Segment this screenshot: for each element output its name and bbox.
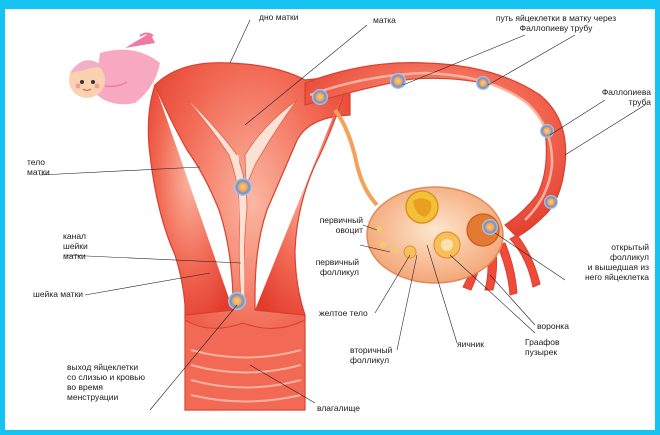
label-primary-oocyte: первичный овоцит: [301, 215, 363, 235]
label-funnel: воронка: [537, 321, 569, 331]
label-sfollicle-line-2: фолликул: [350, 355, 390, 365]
egg-in-tube-4: [540, 124, 554, 138]
label-open-line-2: фолликул: [609, 252, 649, 262]
label-body-line-2: матки: [27, 167, 50, 177]
label-oocyte-line-2: овоцит: [335, 225, 363, 235]
label-egg-path-line-1: путь яйцеклетки в матку через: [495, 13, 617, 23]
fallopian-tube-lumen: [309, 71, 554, 221]
label-canal-line-3: матки: [63, 251, 86, 261]
label-oocyte-line-1: первичный: [319, 215, 363, 225]
label-canal-line-1: канал: [63, 231, 87, 241]
label-open-line-1: открытый: [611, 242, 649, 252]
label-ovary: яичник: [457, 339, 484, 349]
vagina: [184, 319, 306, 411]
ovary: [366, 186, 504, 284]
primary-follicles: [376, 226, 398, 253]
label-exit-line-3: во время: [67, 382, 103, 392]
label-sfollicle-line-1: вторичный: [350, 345, 393, 355]
label-graafian-follicle: Граафов пузырек: [525, 337, 560, 357]
label-uterus-body: тело матки: [27, 157, 50, 177]
label-secondary-follicle: вторичный фолликул: [350, 345, 392, 365]
label-egg-path: путь яйцеклетки в матку через Фаллопиеву…: [481, 13, 631, 33]
label-body-line-1: тело: [27, 157, 46, 167]
label-uterus-fundus: дно матки: [259, 12, 299, 22]
label-cervical-canal: канал шейки матки: [63, 231, 88, 261]
reproductive-anatomy-diagram: [39, 19, 646, 411]
label-open-line-3: и вышедшая из: [587, 262, 649, 272]
graafian-follicle: [433, 231, 461, 259]
egg-in-tube-2: [390, 73, 406, 89]
egg-in-tube-1: [312, 89, 328, 105]
label-open-follicle: открытый фолликул и вышедшая из него яйц…: [565, 242, 649, 282]
label-corpus-luteum: желтое тело: [319, 308, 368, 318]
uterus-left-wall: [147, 84, 234, 316]
ovarian-ligament: [333, 108, 379, 207]
egg-in-tube-5: [544, 195, 558, 209]
label-exit-line-4: менструации: [67, 392, 119, 402]
label-fallopian-tube: Фаллопиева труба: [595, 87, 651, 107]
label-pfollicle-line-1: первичный: [315, 257, 359, 267]
label-vagina: влагалище: [317, 403, 360, 413]
label-egg-path-line-2: Фаллопиеву трубу: [519, 23, 593, 33]
leader-lines: [39, 19, 646, 411]
label-cervix: шейка матки: [33, 289, 84, 299]
open-follicle: [466, 213, 500, 247]
egg-in-tube-3: [476, 76, 490, 90]
label-graaf-line-2: пузырек: [525, 347, 558, 357]
label-exit-line-1: выход яйцеклетки: [67, 362, 139, 372]
cavity-line: [235, 154, 245, 306]
label-uterus: матка: [373, 15, 396, 25]
label-egg-exit: выход яйцеклетки со слизью и кровью во в…: [67, 362, 145, 402]
label-pfollicle-line-2: фолликул: [319, 267, 359, 277]
label-open-line-4: него яйцеклетка: [584, 272, 649, 282]
egg-in-cervix: [228, 292, 246, 310]
label-primary-follicle: первичный фолликул: [297, 257, 359, 277]
secondary-follicle: [403, 245, 417, 259]
label-canal-line-2: шейки: [63, 241, 88, 251]
vagina-folds: [190, 349, 302, 403]
uterus-right-wall: [254, 74, 351, 316]
label-exit-line-2: со слизью и кровью: [67, 372, 146, 382]
egg-in-uterus: [234, 178, 252, 196]
label-fallopian-line-1: Фаллопиева: [601, 87, 651, 97]
label-graaf-line-1: Граафов: [525, 337, 560, 347]
corpus-luteum: [405, 190, 439, 224]
baby-stork-bundle-icon: [69, 32, 160, 105]
label-fallopian-line-2: труба: [628, 97, 651, 107]
